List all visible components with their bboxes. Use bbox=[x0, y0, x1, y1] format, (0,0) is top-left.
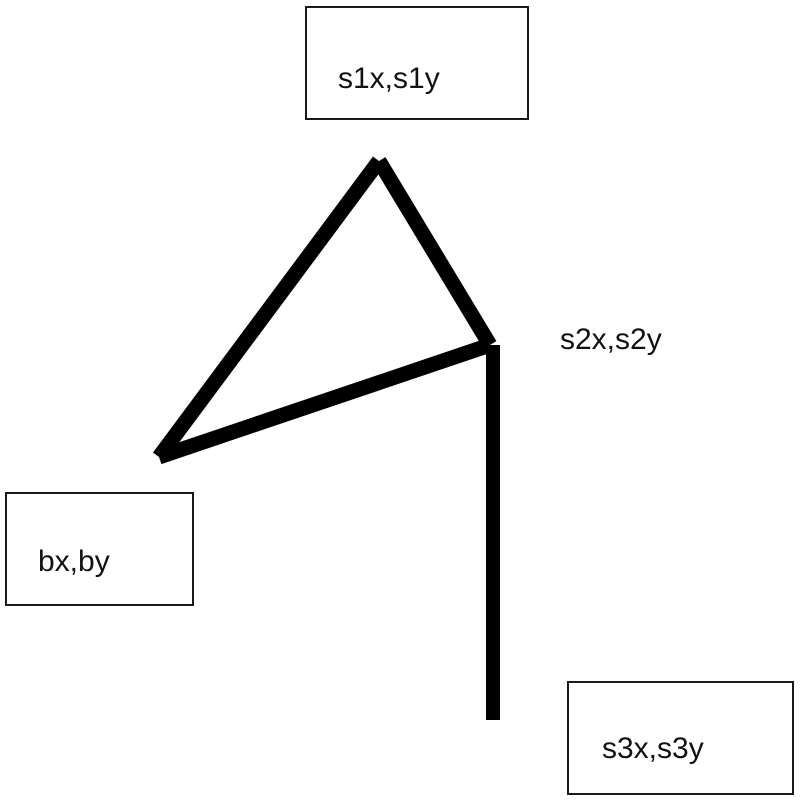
b-label: bx,by bbox=[38, 545, 110, 578]
s2-label: s2x,s2y bbox=[560, 323, 662, 356]
b-label-box bbox=[5, 492, 194, 606]
segment-s1-to-s2 bbox=[372, 157, 497, 349]
segment-b-to-s1 bbox=[152, 156, 386, 462]
s1-label: s1x,s1y bbox=[338, 62, 440, 95]
segment-s2-to-b bbox=[156, 337, 493, 465]
s3-label: s3x,s3y bbox=[602, 732, 704, 765]
s3-label-box bbox=[567, 681, 794, 795]
s1-label-box bbox=[305, 6, 529, 120]
